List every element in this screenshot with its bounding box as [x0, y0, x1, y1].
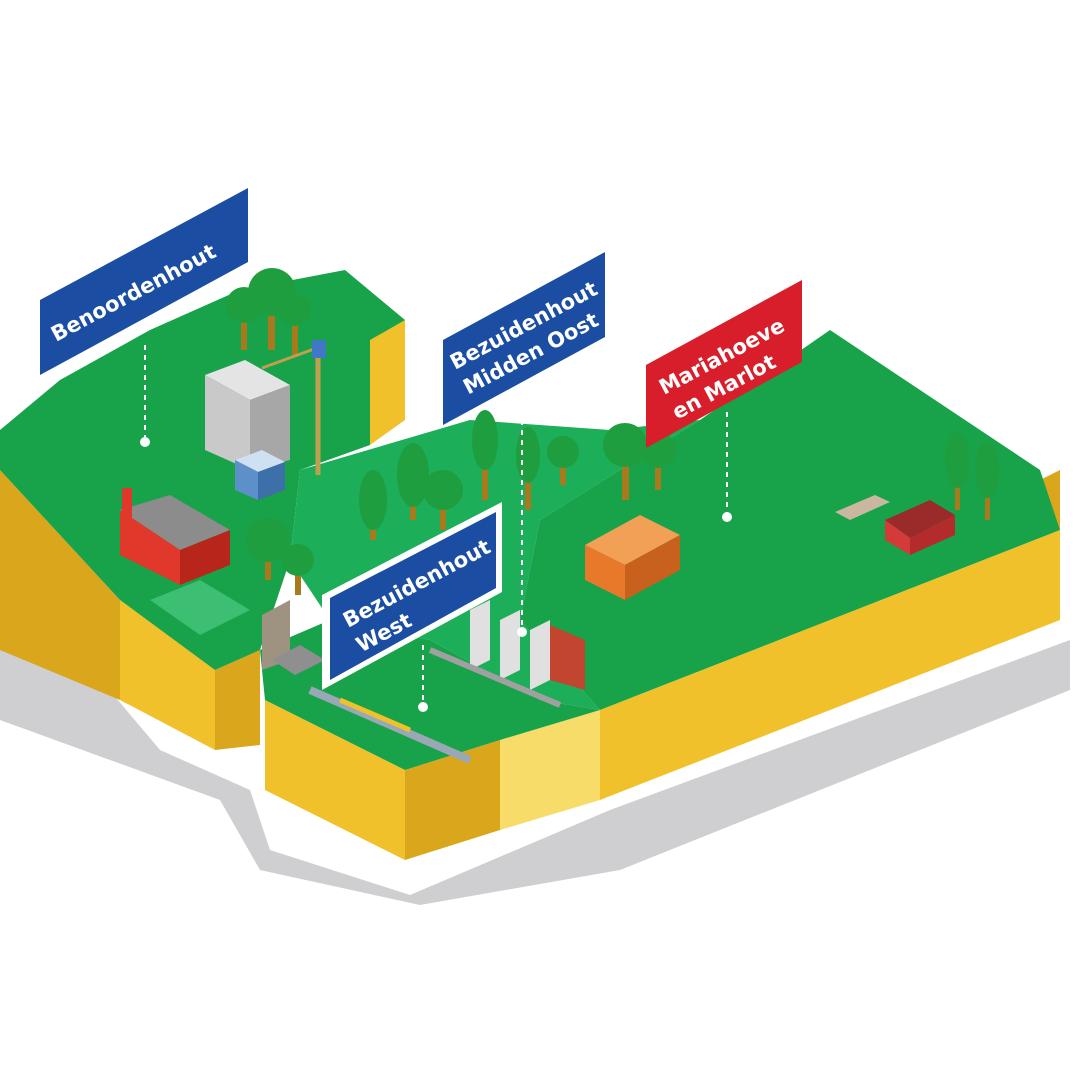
sign-panel — [443, 252, 605, 425]
tree-icon — [603, 423, 647, 500]
farm-barn — [835, 495, 955, 555]
sign-panel — [646, 280, 802, 448]
soil-sides — [0, 300, 1060, 860]
tree-icon — [246, 518, 290, 580]
square-park — [150, 580, 250, 635]
sign-leaders — [140, 345, 732, 712]
railway — [308, 647, 562, 764]
grass-benoordenhout — [0, 270, 405, 670]
trees — [226, 268, 999, 595]
district-pin — [517, 627, 527, 637]
tree-icon — [472, 410, 498, 500]
apartment-blocks — [585, 515, 680, 600]
district-pin — [418, 702, 428, 712]
tree-icon — [423, 470, 463, 530]
parking-garage — [262, 600, 325, 675]
high-rise-row — [470, 600, 585, 690]
tree-icon — [397, 443, 429, 520]
district-sign-bezuidenhout-midden-oost: Bezuidenhout Midden Oost — [443, 252, 605, 425]
tree-icon — [975, 442, 999, 520]
office-tower — [205, 360, 290, 500]
tree-icon — [945, 432, 969, 510]
sign-panel — [330, 512, 496, 680]
ground-shadow — [0, 560, 1070, 905]
sign-panel — [40, 188, 248, 375]
district-pin — [722, 512, 732, 522]
buildings — [120, 340, 955, 764]
tree-icon — [279, 294, 311, 355]
tree-icon — [282, 544, 314, 595]
construction-crane — [261, 340, 326, 475]
grass-mariahoeve — [520, 330, 1060, 710]
district-pin — [140, 437, 150, 447]
church — [120, 488, 230, 585]
tree-icon — [547, 436, 579, 485]
tree-icon — [359, 470, 387, 540]
